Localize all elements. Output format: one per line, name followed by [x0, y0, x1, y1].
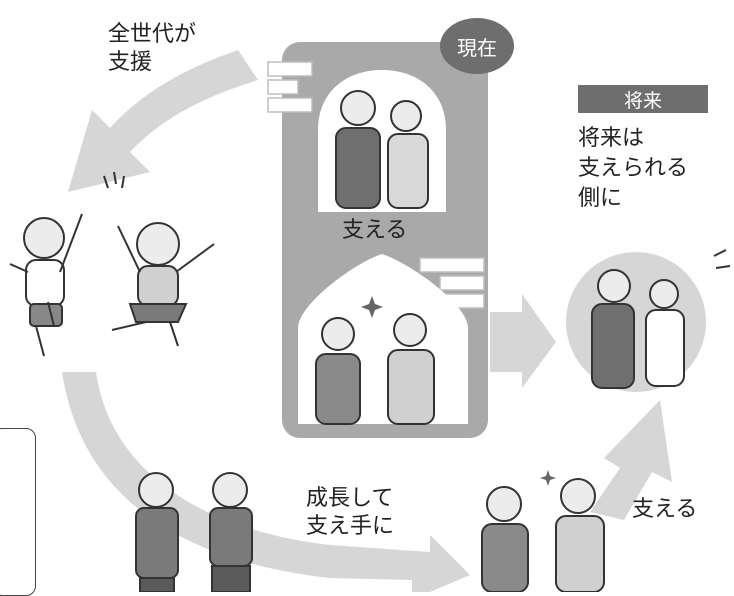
children-figure: [9, 213, 215, 357]
label-support-top: 支える: [342, 218, 408, 243]
arrow-to-future-middle: [490, 294, 556, 388]
future-text-line1: 将来は: [578, 126, 645, 151]
adult-couple-figure: [315, 313, 435, 425]
brick-wall-top: [267, 61, 313, 113]
future-marks: [713, 249, 731, 269]
side-frame: [0, 428, 36, 596]
future-text-line2: 支えられる: [578, 156, 689, 181]
future-elderly-figure: [591, 269, 685, 389]
arrow-support-to-children: [68, 50, 258, 192]
arrow-to-future-bottom: [590, 400, 672, 520]
label-grow-line1: 成長して: [306, 486, 394, 511]
elderly-couple-figure: [335, 90, 429, 209]
young-adults-figure: [481, 478, 605, 593]
label-support-bottom: 支える: [632, 497, 698, 522]
students-figure: [135, 472, 253, 593]
future-badge: 将来: [578, 85, 708, 113]
label-grow-line2: 支え手に: [306, 514, 395, 539]
future-text-line3: 側に: [578, 186, 623, 211]
label-all-generations-line1: 全世代が: [108, 22, 197, 47]
now-badge: 現在: [440, 18, 514, 74]
label-all-generations-line2: 支援: [108, 50, 153, 75]
sparkle-icons: [361, 296, 556, 486]
excitement-marks: [103, 171, 125, 189]
